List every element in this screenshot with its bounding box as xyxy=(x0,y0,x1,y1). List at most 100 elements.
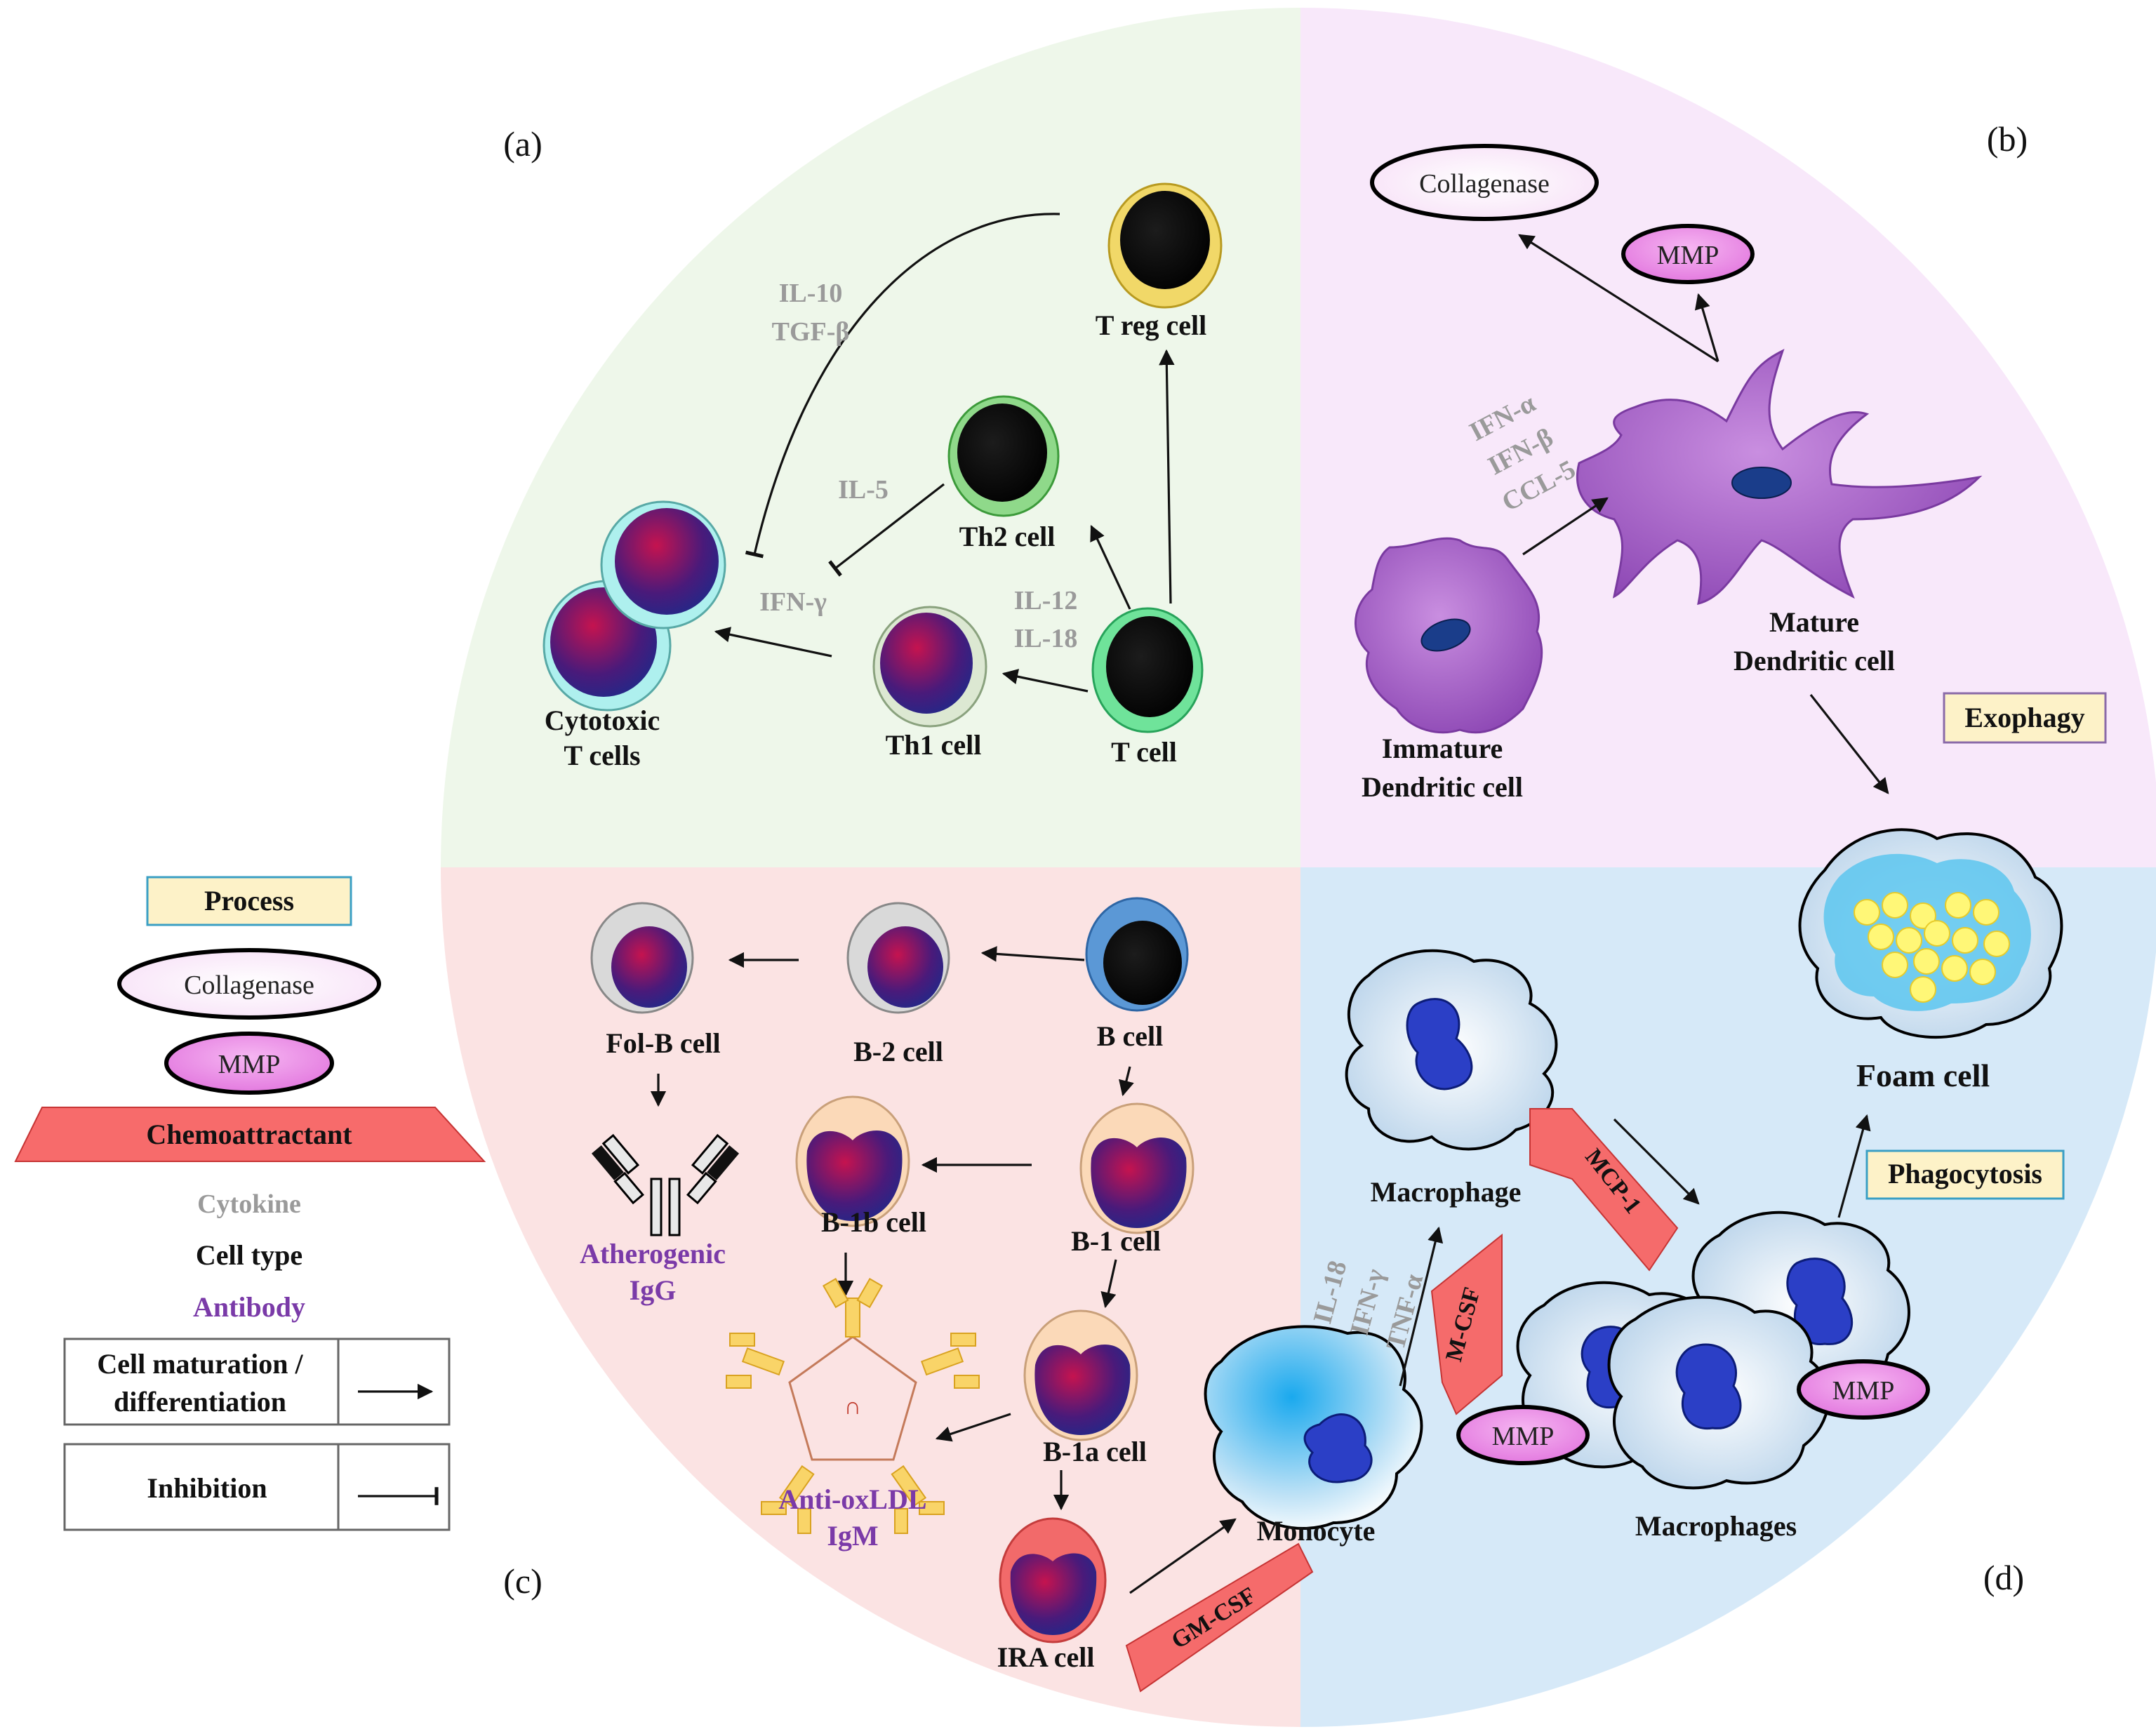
arrow-dc-mmp xyxy=(1694,293,1719,362)
legend-collagenase: Collagenase xyxy=(184,971,314,1000)
label-foam: Foam cell xyxy=(1856,1058,1990,1093)
legend-cytokine: Cytokine xyxy=(197,1189,301,1219)
label-monocyte: Monocyte xyxy=(1257,1515,1376,1547)
arrow-monocyte-macrophage xyxy=(1399,1226,1444,1387)
macrophage-cell xyxy=(1345,949,1558,1151)
legend-maturation-2: differentiation xyxy=(114,1386,286,1418)
label-bcell: B cell xyxy=(1097,1020,1163,1052)
gmcsf-chemoattractant xyxy=(1125,1542,1314,1693)
legend-inhibition-box xyxy=(63,1443,451,1531)
legend: Process Collagenase MMP Chemoattractant … xyxy=(14,876,486,1531)
cytokine-il12: IL-12 xyxy=(1014,586,1078,615)
t-cell xyxy=(1091,607,1204,733)
arrow-macrophage-macrophages xyxy=(1613,1118,1700,1205)
label-b1a: B-1a cell xyxy=(1043,1436,1147,1467)
b1a-cell xyxy=(1023,1309,1138,1441)
phagocytosis-box xyxy=(1865,1149,2065,1200)
label-th2: Th2 cell xyxy=(959,521,1056,552)
arrow-macrophages-foam xyxy=(1837,1114,1871,1218)
arrow-tcell-th1 xyxy=(1002,669,1089,693)
legend-chemoattractant-shape xyxy=(14,1107,486,1162)
label-exophagy: Exophagy xyxy=(1964,702,2084,733)
inhibition-treg xyxy=(745,213,1060,559)
legend-collagenase-ellipse xyxy=(117,948,381,1020)
arrow-dc-collagenase xyxy=(1518,234,1719,363)
ira-cell xyxy=(999,1517,1107,1643)
legend-chemoattractant: Chemoattractant xyxy=(146,1119,352,1150)
panel-d: Foam cell Macrophage Monocyte Macrophage… xyxy=(1204,828,2065,1547)
exophagy-box xyxy=(1943,692,2107,744)
panel-label-b: (b) xyxy=(1987,119,2028,159)
arrow-b1a-igm xyxy=(935,1413,1011,1442)
label-cytotoxic-1: Cytotoxic xyxy=(545,705,660,736)
label-macrophages: Macrophages xyxy=(1635,1510,1797,1542)
label-b1: B-1 cell xyxy=(1071,1225,1161,1257)
b1b-cell xyxy=(795,1095,910,1227)
collagenase-ellipse xyxy=(1370,144,1599,221)
igg-antibody-icon xyxy=(591,1133,740,1236)
legend-inhibition: Inhibition xyxy=(147,1472,267,1504)
mcp1-chemoattractant xyxy=(1529,1108,1679,1272)
b1-cell xyxy=(1079,1102,1195,1234)
arrow-bcell-b1 xyxy=(1119,1066,1134,1097)
mmp-label-b: MMP xyxy=(1657,241,1719,270)
label-cytotoxic-2: T cells xyxy=(564,740,640,771)
legend-antibody: Antibody xyxy=(193,1291,305,1323)
legend-cell-type: Cell type xyxy=(196,1239,302,1271)
mmp-ellipse-d2 xyxy=(1456,1405,1590,1465)
mmp-ellipse-d1 xyxy=(1797,1359,1930,1420)
panel-label-c: (c) xyxy=(503,1561,543,1601)
label-treg: T reg cell xyxy=(1096,309,1206,341)
panel-label-d: (d) xyxy=(1983,1558,2024,1597)
b2-cell xyxy=(846,902,950,1014)
label-immature-2: Dendritic cell xyxy=(1362,771,1523,803)
legend-process: Process xyxy=(204,885,294,916)
arrow-immature-mature xyxy=(1522,497,1609,556)
legend-process-box xyxy=(146,876,352,926)
folb-cell xyxy=(590,902,694,1014)
label-b1b: B-1b cell xyxy=(821,1206,926,1238)
panel-label-a: (a) xyxy=(503,124,543,164)
collagenase-label: Collagenase xyxy=(1419,169,1550,199)
arrow-tcell-th2 xyxy=(1090,524,1131,610)
cytotoxic-t-cells xyxy=(543,500,726,712)
svg-text:∩: ∩ xyxy=(844,1394,861,1420)
label-igm-2: IgM xyxy=(827,1520,878,1552)
label-ira: IRA cell xyxy=(997,1641,1095,1673)
th1-cell xyxy=(872,606,987,728)
arrow-b1-b1a xyxy=(1100,1259,1117,1309)
label-macrophage: Macrophage xyxy=(1371,1176,1522,1208)
label-phagocytosis: Phagocytosis xyxy=(1888,1158,2042,1189)
b-cell xyxy=(1085,897,1189,1012)
legend-maturation-1: Cell maturation / xyxy=(97,1348,303,1380)
label-tcell: T cell xyxy=(1111,736,1177,768)
label-folb: Fol-B cell xyxy=(606,1027,720,1059)
label-th1: Th1 cell xyxy=(886,729,982,761)
cytokine-il5: IL-5 xyxy=(838,475,889,505)
arrow-tcell-treg xyxy=(1159,349,1175,604)
legend-mmp: MMP xyxy=(218,1050,281,1079)
monocyte-cell xyxy=(1204,1325,1423,1530)
label-igg-2: IgG xyxy=(630,1274,677,1306)
cytokine-il10: IL-10 xyxy=(779,279,843,308)
arrow-mature-foam xyxy=(1809,694,1889,794)
arrow-ira-monocyte xyxy=(1129,1518,1237,1594)
cytokine-tgfb: TGF-β xyxy=(772,317,850,347)
label-igg-1: Atherogenic xyxy=(580,1238,726,1269)
legend-maturation-box xyxy=(63,1338,451,1426)
arrow-bcell-b2 xyxy=(980,946,1085,962)
th2-cell xyxy=(947,395,1060,517)
treg-cell xyxy=(1107,182,1223,309)
legend-mmp-ellipse xyxy=(164,1032,334,1095)
label-mature-1: Mature xyxy=(1769,606,1859,638)
cytokine-ifng: IFN-γ xyxy=(759,587,827,617)
cytokine-il18: IL-18 xyxy=(1014,624,1078,653)
igm-pentamer-icon: ∩ xyxy=(726,1278,980,1534)
mcsf-chemoattractant xyxy=(1430,1233,1503,1415)
panel-a: T reg cell Th2 cell T cell Th1 cell Cyto… xyxy=(543,182,1223,771)
arrow-th1-cytotoxic xyxy=(714,627,832,658)
mmp-ellipse-b xyxy=(1621,224,1755,284)
mmp-label-d2: MMP xyxy=(1492,1422,1555,1451)
inhibition-il5 xyxy=(828,483,945,577)
